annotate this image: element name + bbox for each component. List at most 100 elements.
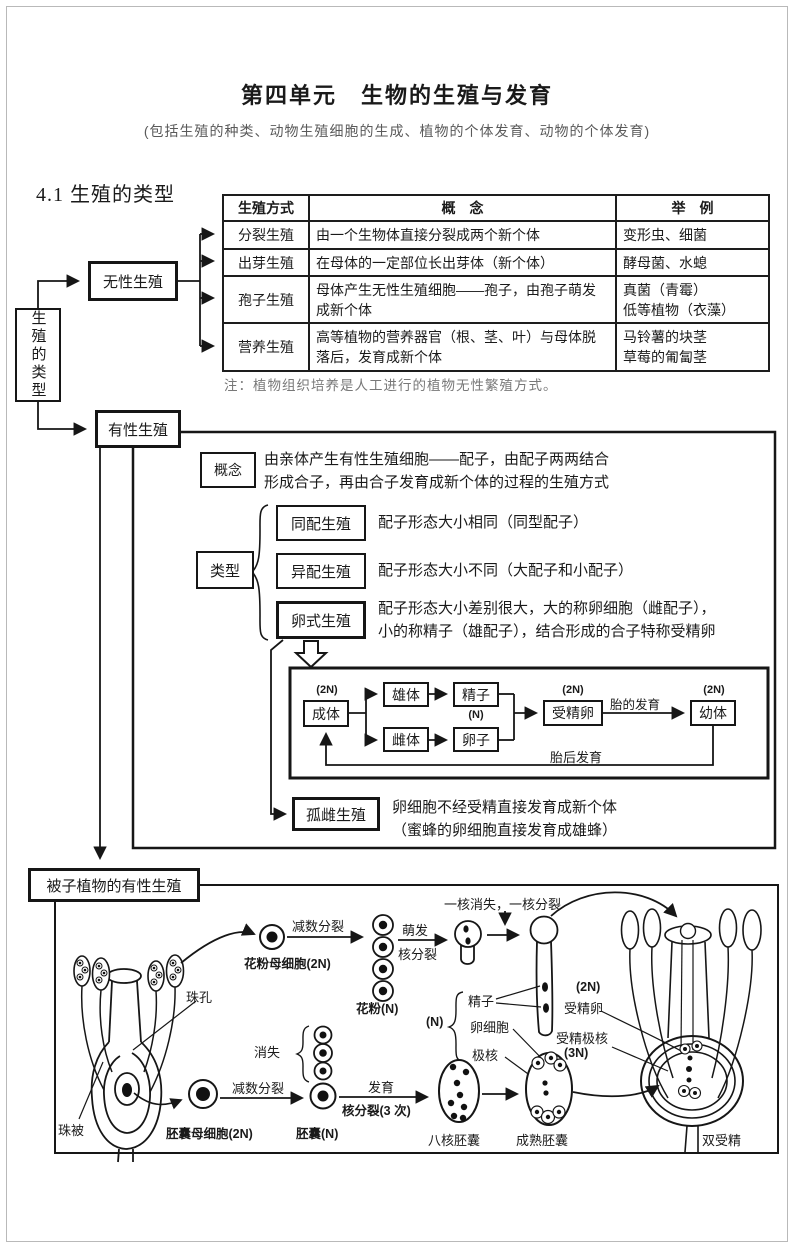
zygote-ploidy: (2N) [562, 684, 584, 696]
micropyle-label: 珠孔 [186, 990, 213, 1005]
nuclear-division-label: 核分裂 [398, 947, 438, 962]
method-cell: 营养生殖 [222, 322, 310, 372]
egg-node: 卵子 [453, 727, 499, 752]
table-row: 分裂生殖 由一个生物体直接分裂成两个新个体 变形虫、细菌 [222, 220, 770, 250]
type-item-isogamy: 同配生殖 [276, 505, 366, 541]
zygote-label: 受精卵 [564, 1001, 604, 1016]
pollen-label: 花粉(N) [356, 1002, 399, 1016]
type-brace [250, 504, 269, 641]
germination-label: 萌发 [402, 923, 429, 938]
meiosis-bottom-label: 减数分裂 [232, 1081, 285, 1096]
method-cell: 分裂生殖 [222, 220, 310, 250]
juvenile-ploidy: (2N) [703, 684, 725, 696]
example-cell: 马铃薯的块茎 草莓的匍匐茎 [615, 322, 770, 372]
type-item-oogamy: 卵式生殖 [276, 601, 366, 639]
example-cell: 酵母菌、水螅 [615, 248, 770, 277]
concept-cell: 由一个生物体直接分裂成两个新个体 [308, 220, 617, 250]
fert-polar-ploidy-label: (3N) [564, 1046, 589, 1060]
oogamy-desc-line2: 小的称精子（雄配子），结合形成的合子特称受精卵 [378, 623, 716, 640]
table-row: 出芽生殖 在母体的一定部位长出芽体（新个体） 酵母菌、水螅 [222, 248, 770, 277]
double-fert-label: 双受精 [702, 1133, 742, 1148]
concept-box: 概念 [200, 452, 256, 488]
tree-connectors [37, 227, 216, 861]
example-line: 草莓的匍匐茎 [623, 349, 707, 365]
page-frame [6, 6, 788, 1242]
embryo-dev-label: 胎的发育 [610, 698, 661, 712]
sperm-label: 精子 [468, 994, 495, 1009]
female-node: 雌体 [383, 727, 429, 752]
concept-cell: 在母体的一定部位长出芽体（新个体） [308, 248, 617, 277]
asexual-node: 无性生殖 [88, 261, 178, 301]
parthenogenesis-box: 孤雌生殖 [292, 797, 380, 831]
fert-polar-label: 受精极核 [556, 1031, 609, 1046]
isogamy-desc: 配子形态大小相同（同型配子） [378, 514, 589, 531]
male-node: 雄体 [383, 682, 429, 707]
section-heading: 4.1 生殖的类型 [36, 184, 175, 206]
meiosis-top-label: 减数分裂 [292, 919, 345, 934]
embryo-sac-mother-label: 胚囊母细胞(2N) [166, 1127, 253, 1141]
col-header-example: 举 例 [615, 194, 770, 222]
table-row: 营养生殖 高等植物的营养器官（根、茎、叶）与母体脱落后，发育成新个体 马铃薯的块… [222, 322, 770, 372]
egg-cell-label: 卵细胞 [470, 1020, 510, 1035]
pollen-mother-label: 花粉母细胞(2N) [244, 957, 331, 971]
adult-ploidy: (2N) [316, 684, 338, 696]
mature-sac-label: 成熟胚囊 [516, 1133, 569, 1148]
n-ploidy-label: (N) [426, 1015, 444, 1029]
parthenogenesis-desc-line1: 卵细胞不经受精直接发育成新个体 [392, 799, 618, 816]
page-subtitle: (包括生殖的种类、动物生殖细胞的生成、植物的个体发育、动物的个体发育) [143, 123, 651, 139]
sperm-node: 精子 [453, 682, 499, 707]
concept-cell: 母体产生无性生殖细胞——孢子，由孢子萌发成新个体 [308, 275, 617, 324]
col-header-concept: 概 念 [308, 194, 617, 222]
table-row: 孢子生殖 母体产生无性生殖细胞——孢子，由孢子萌发成新个体 真菌（青霉） 低等植… [222, 275, 770, 324]
example-line: 真菌（青霉） [623, 281, 707, 298]
right-flower [620, 908, 762, 1153]
root-node: 生殖的类型 [15, 308, 61, 402]
oogamy-desc-line1: 配子形态大小差别很大，大的称卵细胞（雌配子）， [378, 600, 716, 617]
table-note: 注：植物组织培养是人工进行的植物无性繁殖方式。 [224, 378, 558, 393]
example-cell: 真菌（青霉） 低等植物（衣藻） [615, 275, 770, 324]
gamete-ploidy: (N) [468, 709, 484, 721]
zygote-ploidy-label: (2N) [576, 980, 601, 994]
hollow-down-arrow [293, 640, 329, 669]
sexual-node: 有性生殖 [95, 410, 181, 448]
example-cell: 变形虫、细菌 [615, 220, 770, 250]
sexual-section-border [131, 430, 777, 850]
lifecycle-border [288, 666, 770, 780]
parthenogenesis-desc-line2: （蜜蜂的卵细胞直接发育成雄蜂） [392, 822, 618, 839]
table-header-row: 生殖方式 概 念 举 例 [222, 194, 770, 222]
page-title: 第四单元 生物的生殖与发育 [240, 83, 553, 108]
method-cell: 出芽生殖 [222, 248, 310, 277]
ovule-contents [677, 1040, 703, 1100]
integument-label: 珠被 [58, 1123, 85, 1138]
eight-nuclei-dots [447, 1063, 470, 1122]
left-flower [73, 954, 197, 1163]
col-header-method: 生殖方式 [222, 194, 310, 222]
one-lost-label: 一核消失，一核分裂 [444, 897, 562, 912]
anther-cells [76, 959, 182, 986]
eight-nuclei-label: 八核胚囊 [428, 1133, 481, 1148]
example-line: 低等植物（衣藻） [623, 301, 735, 318]
method-cell: 孢子生殖 [222, 275, 310, 324]
concept-cell: 高等植物的营养器官（根、茎、叶）与母体脱落后，发育成新个体 [308, 322, 617, 372]
adult-node: 成体 [303, 700, 349, 727]
zygote-node: 受精卵 [543, 700, 603, 726]
angiosperm-title-box: 被子植物的有性生殖 [28, 868, 200, 902]
nuclear-div3-label: 核分裂(3 次) [342, 1104, 411, 1118]
post-embryo-dev-label: 胎后发育 [550, 750, 603, 765]
reproduction-table: 生殖方式 概 念 举 例 分裂生殖 由一个生物体直接分裂成两个新个体 变形虫、细… [222, 194, 770, 372]
embryo-sac-label: 胚囊(N) [296, 1127, 339, 1141]
type-box: 类型 [196, 551, 254, 589]
disappear-label: 消失 [254, 1045, 281, 1060]
mature-sac-cells [530, 1051, 567, 1125]
concept-text-line1: 由亲体产生有性生殖细胞——配子，由配子两两结合 [264, 451, 610, 468]
example-line: 马铃薯的块茎 [623, 329, 707, 345]
pollen-chain [180, 891, 682, 1080]
concept-text-line2: 形成合子，再由合子发育成新个体的过程的生殖方式 [264, 474, 610, 491]
embryo-sac-chain [188, 1025, 660, 1126]
type-item-anisogamy: 异配生殖 [276, 553, 366, 589]
polar-nuclei-label: 极核 [472, 1048, 499, 1063]
develop-label: 发育 [368, 1080, 395, 1095]
lifecycle-connectors [270, 639, 714, 821]
